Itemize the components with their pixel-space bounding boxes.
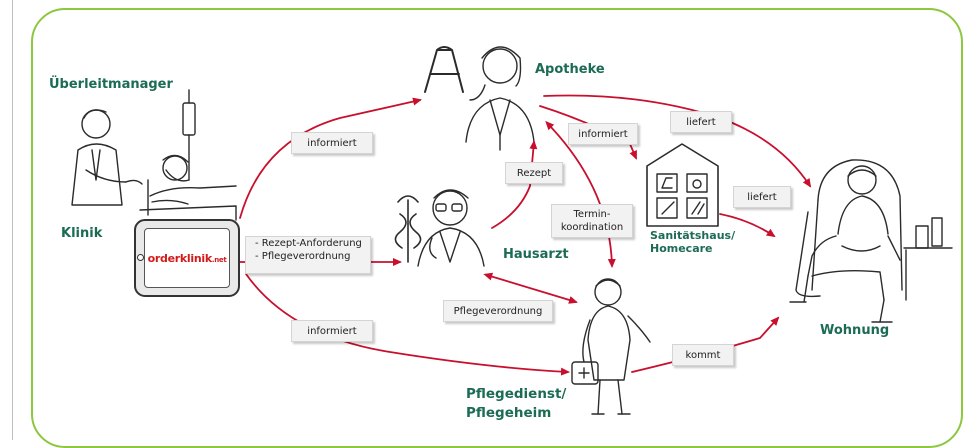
hausarzt-illustration bbox=[394, 189, 485, 267]
label-pflegeverordnung: Pflegeverordnung bbox=[443, 300, 553, 322]
label-informiert-top: informiert bbox=[291, 132, 373, 154]
apotheke-a-icon bbox=[424, 46, 464, 93]
house-icon bbox=[646, 143, 719, 227]
klinik-illustration bbox=[71, 89, 237, 221]
role-apotheke: Apotheke bbox=[535, 62, 605, 77]
arrow-termin bbox=[545, 120, 616, 268]
caduceus-icon bbox=[394, 195, 422, 263]
tablet-camera bbox=[137, 254, 144, 261]
role-wohnung: Wohnung bbox=[820, 323, 890, 338]
role-pflegedienst-line1: Pflegedienst/ bbox=[466, 386, 567, 402]
role-klinik: Klinik bbox=[61, 226, 103, 241]
label-rezept: Rezept bbox=[505, 162, 563, 184]
label-termin-line2: koordination bbox=[560, 222, 624, 233]
wohnung-illustration bbox=[789, 159, 953, 323]
label-liefert-mid: liefert bbox=[733, 186, 791, 208]
role-hausarzt: Hausarzt bbox=[503, 247, 569, 262]
label-rezept-anforderung: - Rezept-Anforderung bbox=[255, 238, 362, 249]
arrow-klinik-apotheke bbox=[239, 97, 422, 219]
role-sanitaetshaus-line1: Sanitätshaus/ bbox=[650, 229, 736, 242]
tablet-screen: orderklinik.net bbox=[144, 228, 230, 288]
tablet-icon: orderklinik.net bbox=[134, 219, 240, 297]
label-pflegeverordnung-item: - Pflegeverordnung bbox=[255, 251, 351, 262]
label-rezept-pflege: - Rezept-Anforderung - Pflegeverordnung bbox=[245, 236, 371, 274]
role-sanitaetshaus: Sanitätshaus/ Homecare bbox=[650, 229, 735, 255]
label-liefert-top: liefert bbox=[670, 111, 732, 133]
label-informiert-apotheke: informiert bbox=[568, 123, 638, 145]
label-kommt: kommt bbox=[672, 344, 734, 366]
orderklinik-logo: orderklinik.net bbox=[147, 251, 227, 265]
left-divider-line bbox=[12, 0, 13, 440]
role-pflegedienst: Pflegedienst/ Pflegeheim bbox=[466, 385, 566, 423]
role-sanitaetshaus-line2: Homecare bbox=[650, 242, 713, 255]
label-informiert-bottom: informiert bbox=[291, 320, 373, 342]
label-terminkoordination: Termin- koordination bbox=[551, 204, 633, 238]
role-pflegedienst-line2: Pflegeheim bbox=[466, 405, 552, 421]
arrow-sanitaetshaus-wohnung bbox=[719, 213, 776, 238]
role-ueberleitmanager: Überleitmanager bbox=[49, 77, 173, 92]
apotheke-illustration bbox=[424, 46, 535, 151]
pflegedienst-illustration bbox=[571, 278, 651, 415]
label-termin-line1: Termin- bbox=[573, 209, 611, 220]
arrow-hausarzt-apotheke bbox=[491, 140, 538, 229]
arrow-klinik-pflegedienst bbox=[245, 273, 570, 376]
arrow-hausarzt-pflegedienst bbox=[483, 272, 578, 304]
